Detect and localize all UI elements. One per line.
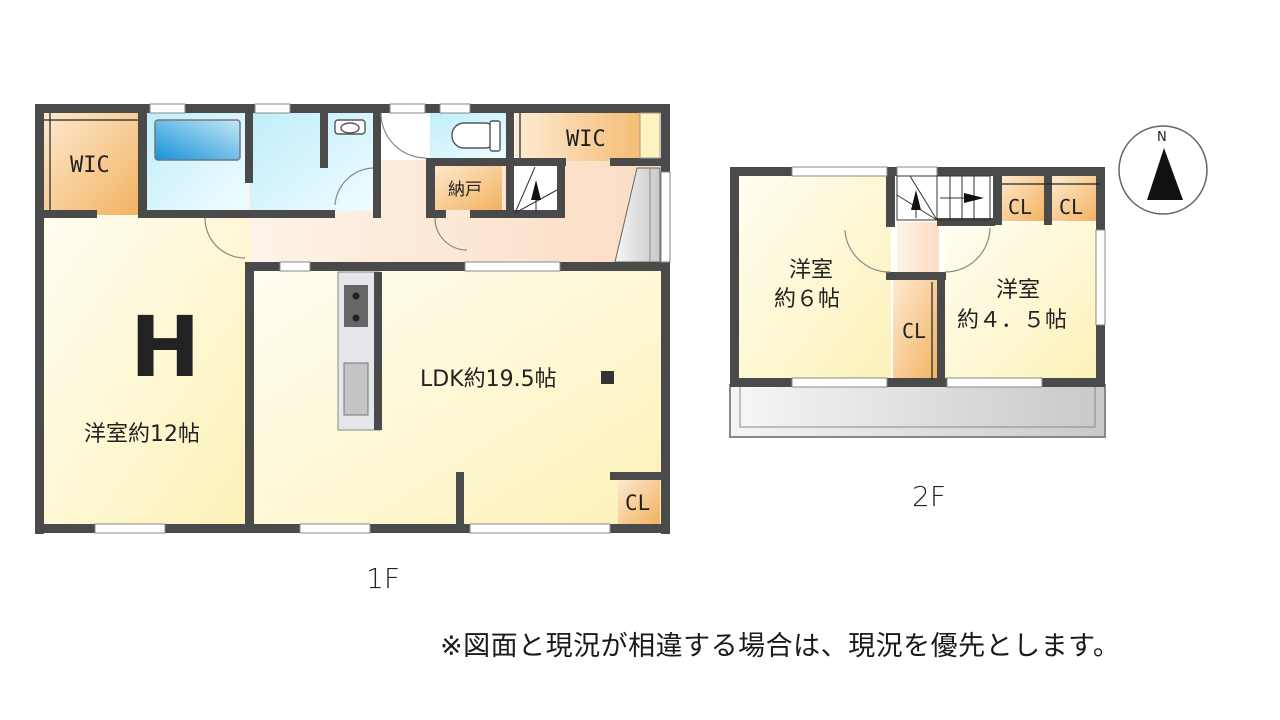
disclaimer-note: ※図面と現況が相違する場合は、現況を優先とします。: [440, 631, 1121, 662]
floor2-room-right-line1: 洋室: [996, 278, 1040, 303]
floor2-closet-middle-area: [893, 280, 939, 380]
floor1-wic-left-area: [42, 113, 140, 215]
compass-north-label: N: [1157, 130, 1167, 145]
floor2-closet-top-b-label: CL: [1059, 195, 1083, 219]
floor2-room-right-area: [945, 222, 1100, 380]
floor2-windows: [791, 166, 1106, 388]
floor1-windows: [94, 103, 671, 534]
floor2-stairs-up-arrow-icon: [911, 190, 921, 210]
floor1-storage-area: [432, 165, 502, 210]
floor1-bedroom-label: 洋室約12帖: [84, 422, 200, 447]
floor1-wic-right-area: [515, 113, 660, 161]
stove-burner-icon: [352, 314, 360, 322]
bathtub: [154, 119, 241, 161]
floor1-bedroom-area: [40, 215, 250, 525]
toilet-icon: [334, 119, 501, 152]
kitchen-sink: [343, 362, 369, 416]
floor1-wic-right-shelf: [639, 112, 661, 159]
floor1-closet-label: CL: [625, 491, 650, 515]
stove-burner-icon: [352, 292, 360, 300]
floor2-closet-middle-label: CL: [902, 319, 926, 343]
floor1-wic-right-label: WIC: [566, 127, 606, 152]
floor2-room-right-line2: 約４．５帖: [957, 308, 1067, 333]
floor2-plan: 洋室 約６帖 洋室 約４．５帖 CL CL CL: [729, 166, 1106, 438]
floor2-door-swings: [844, 183, 1100, 380]
floor2-closet-top-a-label: CL: [1008, 195, 1032, 219]
floor2-hallway: [897, 222, 939, 272]
floor2-room-left-line2: 約６帖: [774, 287, 840, 312]
floor2-stairs-right-arrow-icon: [964, 193, 984, 203]
floor2-closet-top-b-area: [1052, 175, 1097, 221]
floor1-closet-area: [618, 478, 660, 524]
floor1-wic-left-label: WIC: [70, 153, 110, 178]
floor1-door-swings: [44, 112, 521, 259]
floor2-closet-top-a-area: [1002, 175, 1044, 221]
floor1-column-marker: [601, 371, 614, 384]
floor2-room-left-line1: 洋室: [789, 258, 833, 283]
floor2-label: 2F: [912, 480, 946, 513]
floor2-balcony-inner: [739, 384, 1096, 428]
compass-north-icon: N: [1118, 125, 1208, 215]
floor1-bedroom-mark: H: [130, 298, 200, 396]
floor1-storage-label: 納戸: [448, 180, 482, 200]
floor2-room-left-area: [736, 175, 891, 380]
stairs-up-arrow-icon: [531, 180, 541, 200]
floor1-ldk-label: LDK約19.5帖: [420, 367, 557, 392]
floor1-plan: WIC WIC 納戸 H 洋室約12帖 LDK約19.5帖 CL: [35, 103, 671, 534]
floor1-label: 1F: [366, 562, 400, 595]
